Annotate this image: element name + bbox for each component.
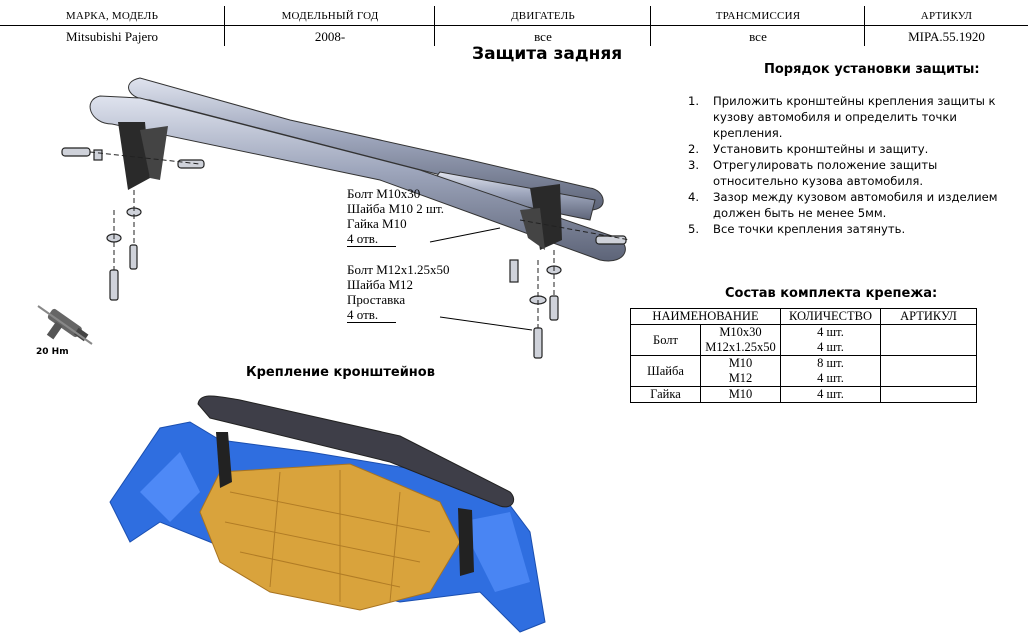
kit-washer-article (880, 355, 977, 387)
year-value: 2008- (314, 29, 346, 44)
kit-washer-qa: 8 шт. (780, 355, 881, 371)
transmission-label: ТРАНСМИССИЯ (715, 10, 801, 22)
kit-bolt-qb: 4 шт. (780, 340, 881, 356)
table-row: М12 4 шт. (631, 371, 977, 387)
model-label: МАРКА, МОДЕЛЬ (65, 10, 159, 22)
article-label: АРТИКУЛ (920, 10, 973, 22)
lower-line-2: Шайба М12 (347, 277, 414, 292)
table-row: Болт М10х30 4 шт. (630, 324, 977, 356)
table-row: Шайба М10 8 шт. (630, 355, 977, 387)
kit-header-row: НАИМЕНОВАНИЕ КОЛИЧЕСТВО АРТИКУЛ (630, 308, 977, 325)
engine-label: ДВИГАТЕЛЬ (511, 10, 575, 22)
upper-line-1: Болт М10х30 (347, 186, 421, 201)
fastener-callout-lower: Болт М12х1.25х50 Шайба М12 Проставка 4 о… (347, 262, 450, 323)
model-value: Mitsubishi Pajero (65, 29, 159, 44)
kit-washer-b: М12 (700, 371, 781, 387)
kit-nut-a: М10 (700, 386, 781, 403)
kit-nut-qa: 4 шт. (780, 386, 881, 403)
torque-label: 20 Hm (36, 347, 69, 357)
kit-washer-qb: 4 шт. (780, 371, 881, 387)
kit-bolt-a: М10х30 (700, 324, 781, 340)
kit-header-qty: КОЛИЧЕСТВО (780, 308, 881, 325)
kit-header-name: НАИМЕНОВАНИЕ (630, 308, 781, 325)
torque-wrench-icon (37, 305, 93, 345)
kit-washer-name: Шайба (630, 355, 701, 387)
kit-washer-a: М10 (700, 355, 781, 371)
kit-bolt-article (880, 324, 977, 356)
table-row: М12х1.25х50 4 шт. (631, 340, 977, 356)
lower-line-1: Болт М12х1.25х50 (347, 262, 450, 277)
page-title: Защита задняя (472, 44, 623, 64)
floor-scan (199, 463, 461, 611)
kit-nut-article (880, 386, 977, 403)
col-model: МАРКА, МОДЕЛЬ Mitsubishi Pajero (0, 6, 224, 46)
spec-header: МАРКА, МОДЕЛЬ Mitsubishi Pajero МОДЕЛЬНЫ… (0, 6, 1028, 46)
fastener-callout-upper: Болт М10х30 Шайба М10 2 шт. Гайка М10 4 … (347, 186, 444, 247)
install-title: Порядок установки защиты: (764, 62, 980, 77)
install-step: 5.Все точки крепления затянуть. (688, 222, 906, 236)
year-label: МОДЕЛЬНЫЙ ГОД (281, 10, 379, 22)
col-engine: ДВИГАТЕЛЬ все (434, 6, 651, 46)
kit-bolt-name: Болт (630, 324, 701, 356)
install-step: 3.Отрегулировать положение защиты относи… (688, 158, 938, 188)
col-year: МОДЕЛЬНЫЙ ГОД 2008- (224, 6, 435, 46)
article-value: MIPA.55.1920 (908, 29, 985, 44)
upper-line-2: Шайба М10 2 шт. (347, 201, 444, 216)
kit-header-article: АРТИКУЛ (880, 308, 977, 325)
col-article: АРТИКУЛ MIPA.55.1920 (864, 6, 1028, 46)
kit-table: НАИМЕНОВАНИЕ КОЛИЧЕСТВО АРТИКУЛ Болт М10… (630, 308, 977, 403)
mount-title: Крепление кронштейнов (246, 365, 435, 380)
lower-line-4: 4 отв. (347, 307, 397, 323)
install-step: 1.Приложить кронштейны крепления защиты … (688, 94, 996, 140)
mount-3d-scan (109, 395, 546, 633)
install-step: 2.Установить кронштейны и защиту. (688, 142, 929, 156)
kit-nut-name: Гайка (630, 386, 701, 403)
header-rule (0, 25, 1028, 26)
table-row: Гайка М10 4 шт. (630, 386, 977, 403)
kit-title: Состав комплекта крепежа: (725, 286, 938, 301)
transmission-value: все (749, 29, 767, 44)
kit-bolt-qa: 4 шт. (780, 324, 881, 340)
install-step: 4.Зазор между кузовом автомобиля и издел… (688, 190, 998, 220)
lower-line-3: Проставка (347, 292, 406, 307)
col-transmission: ТРАНСМИССИЯ все (650, 6, 865, 46)
upper-line-4: 4 отв. (347, 231, 397, 247)
bumper-scan (197, 395, 515, 508)
engine-value: все (534, 29, 552, 44)
guard-drawing (61, 77, 631, 359)
install-steps: 1.Приложить кронштейны крепления защиты … (688, 93, 1018, 237)
kit-bolt-b: М12х1.25х50 (700, 340, 781, 356)
upper-line-3: Гайка М10 (347, 216, 407, 231)
